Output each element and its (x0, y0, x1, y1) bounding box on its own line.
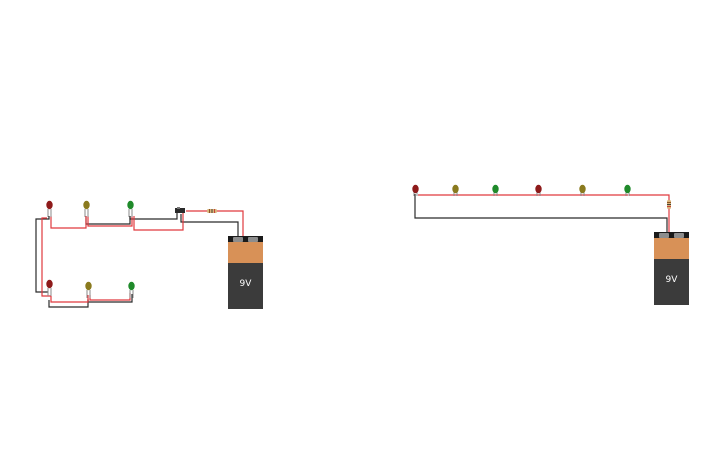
battery-left[interactable]: 9V (228, 236, 263, 309)
led-red-right-1[interactable] (412, 184, 419, 196)
wire-black-top-rail[interactable] (85, 216, 131, 225)
wire-black-bottom-right[interactable] (87, 294, 133, 303)
wire-red-down[interactable] (41, 217, 51, 297)
battery-9v-icon (228, 236, 263, 309)
wire-black-return[interactable] (414, 194, 668, 233)
battery-label: 9V (240, 279, 253, 289)
circuit-left: 9V (35, 200, 263, 309)
wire-red-to-switch[interactable] (133, 212, 184, 231)
battery-label: 9V (666, 275, 679, 285)
wire-black-top-rail-2[interactable] (129, 211, 181, 220)
wire-red-to-battery-pos[interactable] (217, 210, 244, 236)
led-red-bottom-left[interactable] (46, 279, 53, 296)
wire-red-top-2[interactable] (87, 216, 133, 227)
wire-black-top-bus[interactable] (35, 216, 50, 293)
resistor-left[interactable] (207, 209, 217, 213)
led-yellow-right-5[interactable] (579, 184, 586, 196)
led-green-right-3[interactable] (492, 184, 499, 196)
led-yellow-top-middle[interactable] (83, 200, 90, 217)
circuit-right: 9V (412, 184, 689, 305)
led-yellow-bottom-middle[interactable] (85, 281, 92, 298)
left-red-wires (41, 210, 244, 303)
led-red-right-4[interactable] (535, 184, 542, 196)
led-green-right-6[interactable] (624, 184, 631, 196)
wire-red-to-resistor[interactable] (629, 194, 670, 200)
wire-black-to-battery-neg[interactable] (180, 214, 239, 236)
resistor-right[interactable] (667, 200, 671, 209)
wire-red-top[interactable] (50, 216, 87, 229)
wire-red-bottom[interactable] (50, 295, 89, 303)
led-yellow-right-2[interactable] (452, 184, 459, 196)
wire-black-bottom-left[interactable] (48, 299, 89, 308)
battery-9v-icon (654, 232, 689, 305)
switch-icon[interactable] (175, 207, 185, 213)
wire-red-bottom-2[interactable] (89, 293, 131, 301)
left-black-wires (35, 211, 239, 308)
led-green-bottom-right[interactable] (128, 281, 135, 298)
battery-right[interactable]: 9V (654, 232, 689, 305)
led-red-top-left[interactable] (46, 200, 53, 217)
led-green-top-right[interactable] (127, 200, 134, 217)
